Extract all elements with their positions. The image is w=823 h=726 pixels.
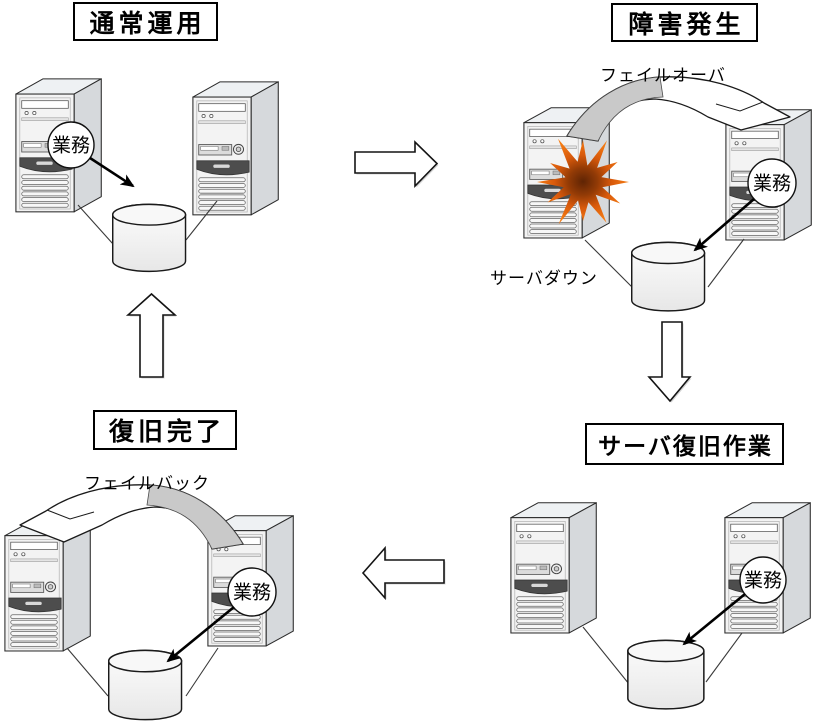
task-badge [47, 121, 95, 169]
stage-recovery-complete: 業務 [4, 484, 294, 721]
transition-arrow-down [647, 321, 692, 403]
san-link [582, 626, 630, 685]
shared-disk [630, 241, 706, 312]
transition-arrow-right [354, 140, 439, 188]
stage-title-text: 障害発生 [628, 10, 745, 39]
stage-title-failure-occurred: 障害発生 [611, 3, 758, 42]
task-badge [747, 158, 797, 208]
server-down-label-text: サーバダウン [490, 269, 598, 288]
shared-disk [112, 203, 187, 273]
failure-burst-icon [537, 138, 629, 225]
stage-normal-operation: 業務 [15, 78, 279, 273]
failover-label: フェイルオーバ [600, 61, 726, 86]
stage-title-recovery-complete: 復旧完了 [93, 410, 237, 450]
task-badge-label: 業務 [233, 582, 271, 604]
transition-arrow-left [361, 545, 445, 601]
stage-transitions [125, 140, 692, 601]
san-link [66, 647, 109, 697]
stage-title-normal-operation: 通常運用 [73, 2, 218, 41]
san-link [185, 647, 219, 697]
server-tower-restored [4, 520, 91, 652]
stage-failure-occurred: 業務 [523, 76, 812, 312]
failover-arrow-ribbon [566, 76, 664, 142]
san-link [185, 200, 218, 241]
stage-server-recovery: 業務 [510, 502, 811, 710]
task-badge-label: 業務 [52, 135, 90, 157]
task-arrow [89, 156, 135, 188]
san-link [584, 239, 633, 288]
failback-arrowhead-notch [46, 509, 95, 520]
failback-label-text: フェイルバック [84, 474, 210, 493]
failover-label-text: フェイルオーバ [600, 66, 726, 85]
transition-arrow-up [125, 292, 178, 378]
failback-arrow-ribbon [146, 484, 244, 550]
task-badge [227, 567, 277, 617]
stage-title-server-recovery: サーバ復旧作業 [585, 423, 784, 465]
server-tower-standby [192, 81, 279, 216]
shared-disk [107, 649, 183, 721]
san-link [705, 632, 743, 683]
shared-disk [627, 639, 705, 710]
task-arrow [682, 592, 746, 646]
task-arrow [166, 605, 235, 663]
stage-title-text: 復旧完了 [108, 418, 225, 446]
stage-title-text: 通常運用 [89, 9, 206, 38]
stage-title-text: サーバ復旧作業 [598, 433, 773, 459]
task-badge [739, 556, 787, 604]
server-tower-recovering [510, 502, 597, 634]
failover-arrowhead-notch [715, 101, 764, 112]
task-badge-label: 業務 [753, 173, 791, 195]
failback-label: フェイルバック [84, 469, 210, 494]
san-link [77, 204, 114, 245]
task-badge-label: 業務 [744, 570, 782, 592]
server-down-label: サーバダウン [490, 264, 598, 289]
task-arrow [693, 198, 755, 252]
san-link [707, 238, 745, 288]
